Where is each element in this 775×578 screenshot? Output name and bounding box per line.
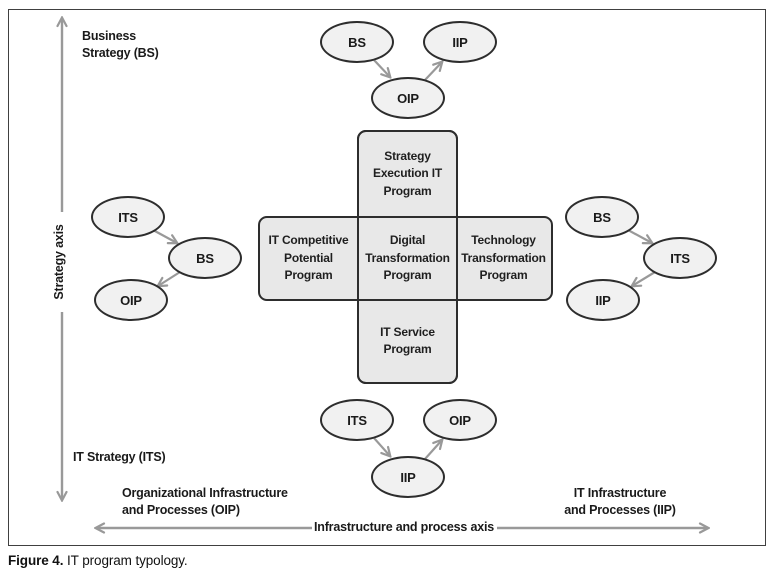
node-its-bottom: ITS bbox=[320, 399, 394, 441]
figure-caption-text: IT program typology. bbox=[67, 553, 188, 568]
cross-horizontal-box bbox=[258, 216, 553, 301]
arrow-bottom-iip-to-oip bbox=[424, 440, 442, 460]
figure-caption-label: Figure 4. bbox=[8, 553, 64, 568]
program-technology-transformation: Technology Transformation Program bbox=[461, 233, 546, 283]
node-bs-right: BS bbox=[565, 196, 639, 238]
arrow-top-oip-to-iip bbox=[424, 62, 442, 81]
business-strategy-label: Business Strategy (BS) bbox=[82, 29, 159, 60]
arrow-left-its-to-bs bbox=[152, 229, 177, 243]
arrow-right-its-to-iip bbox=[632, 271, 656, 286]
program-digital-transformation: Digital Transformation Program bbox=[365, 233, 450, 283]
figure-border bbox=[8, 9, 766, 546]
it-strategy-label: IT Strategy (ITS) bbox=[73, 450, 166, 464]
program-strategy-execution: Strategy Execution IT Program bbox=[373, 148, 442, 198]
figure-caption: Figure 4. IT program typology. bbox=[8, 553, 188, 568]
program-it-service: IT Service Program bbox=[380, 324, 435, 356]
node-oip-top: OIP bbox=[371, 77, 445, 119]
oip-axis-label: Organizational Infrastructure and Proces… bbox=[122, 486, 288, 517]
node-iip-bottom: IIP bbox=[371, 456, 445, 498]
arrow-bottom-its-to-iip bbox=[373, 437, 390, 456]
arrow-right-bs-to-its bbox=[627, 229, 652, 243]
node-iip-right: IIP bbox=[566, 279, 640, 321]
node-iip-top: IIP bbox=[423, 21, 497, 63]
node-its-right: ITS bbox=[643, 237, 717, 279]
cross-vertical-box-outline bbox=[357, 130, 458, 384]
arrow-top-bs-to-oip bbox=[373, 59, 390, 77]
iip-axis-label: IT Infrastructure and Processes (IIP) bbox=[564, 486, 676, 517]
node-bs-left: BS bbox=[168, 237, 242, 279]
node-oip-left: OIP bbox=[94, 279, 168, 321]
node-bs-top: BS bbox=[320, 21, 394, 63]
node-oip-bottom: OIP bbox=[423, 399, 497, 441]
arrow-left-bs-to-oip bbox=[158, 271, 181, 286]
infrastructure-axis-label: Infrastructure and process axis bbox=[314, 520, 494, 534]
node-its-left: ITS bbox=[91, 196, 165, 238]
strategy-axis-label: Strategy axis bbox=[52, 224, 66, 300]
program-it-competitive-potential: IT Competitive Potential Program bbox=[268, 233, 349, 283]
